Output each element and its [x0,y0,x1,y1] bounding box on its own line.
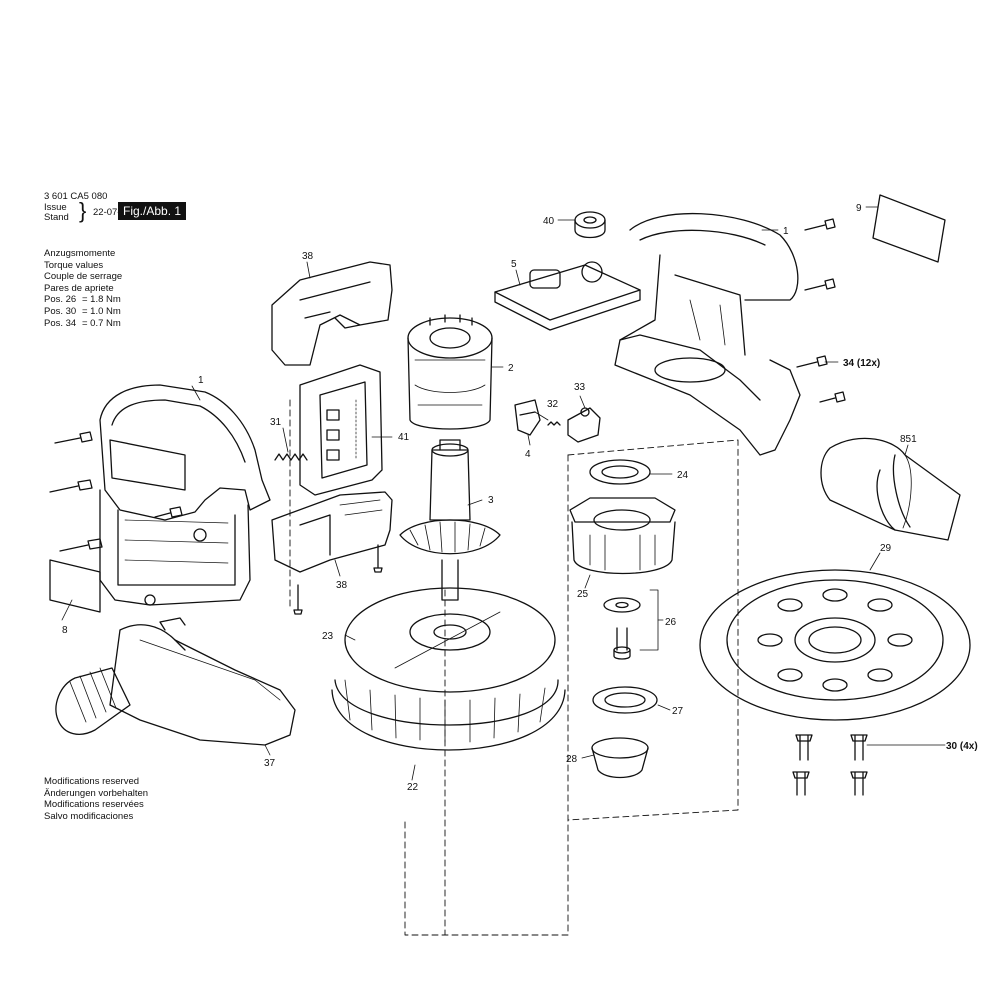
dust-canister-part [820,437,961,541]
torque-row: Pos. 30 = 1.0 Nm [44,306,122,318]
fan-disc-part [344,587,556,693]
callout-30: 30 (4x) [946,741,978,752]
stand-label: Stand [44,212,69,223]
callout-38: 38 [336,580,348,591]
sanding-pad-part [699,569,971,721]
callout-31: 31 [270,417,282,428]
note-line: Modifications reservées [44,799,144,811]
torque-block: Anzugsmomente Torque values Couple de se… [44,248,122,329]
torque-pos: Pos. 34 [44,317,77,329]
circuit-board-part [494,261,641,331]
cover-lower-part [271,491,393,573]
spring-part [274,453,308,461]
lower-skirt-part [331,679,566,751]
retaining-ring-part [592,686,658,714]
callout-3: 3 [488,495,494,506]
callout-1: 1 [198,375,204,386]
torque-pos: Pos. 26 [44,294,77,306]
callout-38: 38 [302,251,314,262]
callout-labels: 1 8 38 31 41 38 2 3 23 22 37 40 5 1 9 34… [62,203,978,793]
callout-23: 23 [322,631,334,642]
torque-title-es: Pares de apriete [44,282,114,294]
callout-26: 26 [665,617,677,628]
callout-33: 33 [574,382,586,393]
issue-stand-label: Issue Stand [44,203,69,223]
seal-ring-part [589,459,651,485]
notes-block: Modifications reserved Änderungen vorbeh… [44,776,148,822]
callout-27: 27 [672,706,684,717]
cap-part [591,737,649,779]
torque-row: Pos. 34 = 0.7 Nm [44,318,122,330]
callout-25: 25 [577,589,589,600]
drawing-number: 3 601 CA5 080 [44,191,108,202]
torque-title-en: Torque values [44,259,104,271]
armature-part [399,439,501,601]
spring-small-part [547,421,561,426]
cover-upper-part [271,261,393,366]
switch-housing-part [299,364,383,496]
housing-right-part [614,212,801,456]
stator-part [407,314,493,430]
torque-value: = 0.7 Nm [82,317,121,329]
torque-value: = 1.8 Nm [82,294,121,306]
callout-29: 29 [880,543,892,554]
callout-41: 41 [398,432,410,443]
callout-4: 4 [525,449,531,460]
label-plate-part [49,559,101,613]
figure-label: Fig./Abb. 1 [118,202,187,220]
callout-40: 40 [543,216,555,227]
callout-851: 851 [900,434,917,445]
screw-group-right [796,218,846,403]
dust-adapter-part [55,617,296,746]
note-line: Salvo modificaciones [44,810,134,822]
callout-34: 34 (12x) [843,358,880,369]
issue-label: Issue [44,202,67,213]
screw-small [293,584,303,615]
torque-pos: Pos. 30 [44,305,77,317]
housing-left-part [99,384,271,606]
screw-small [373,544,383,573]
torque-value: = 1.0 Nm [82,305,121,317]
washer-screw-part [603,597,641,660]
note-line: Änderungen vorbehalten [44,787,149,799]
callout-28: 28 [566,754,578,765]
callout-24: 24 [677,470,689,481]
button-part [567,407,601,443]
callout-37: 37 [264,758,276,769]
assembly-guides [289,399,739,936]
callout-9: 9 [856,203,862,214]
callout-1: 1 [783,226,789,237]
bearing-housing-part [569,497,676,575]
leader-lines [61,206,946,781]
callout-32: 32 [547,399,559,410]
brace-glyph: } [79,198,87,223]
callout-2: 2 [508,363,514,374]
callout-22: 22 [407,782,419,793]
torque-title-de: Anzugsmomente [44,248,116,259]
screw-group-pad [792,734,868,796]
callout-5: 5 [511,259,517,270]
torque-row: Pos. 26 = 1.8 Nm [44,294,122,306]
label-plate-part [872,194,946,263]
issue-date: 22-07-12 [93,207,132,218]
screw-group-left [49,431,183,552]
callout-8: 8 [62,625,68,636]
note-line: Modifications reserved [44,776,140,787]
bearing-part [574,211,606,239]
switch-part [514,399,541,436]
torque-title-fr: Couple de serrage [44,271,123,283]
